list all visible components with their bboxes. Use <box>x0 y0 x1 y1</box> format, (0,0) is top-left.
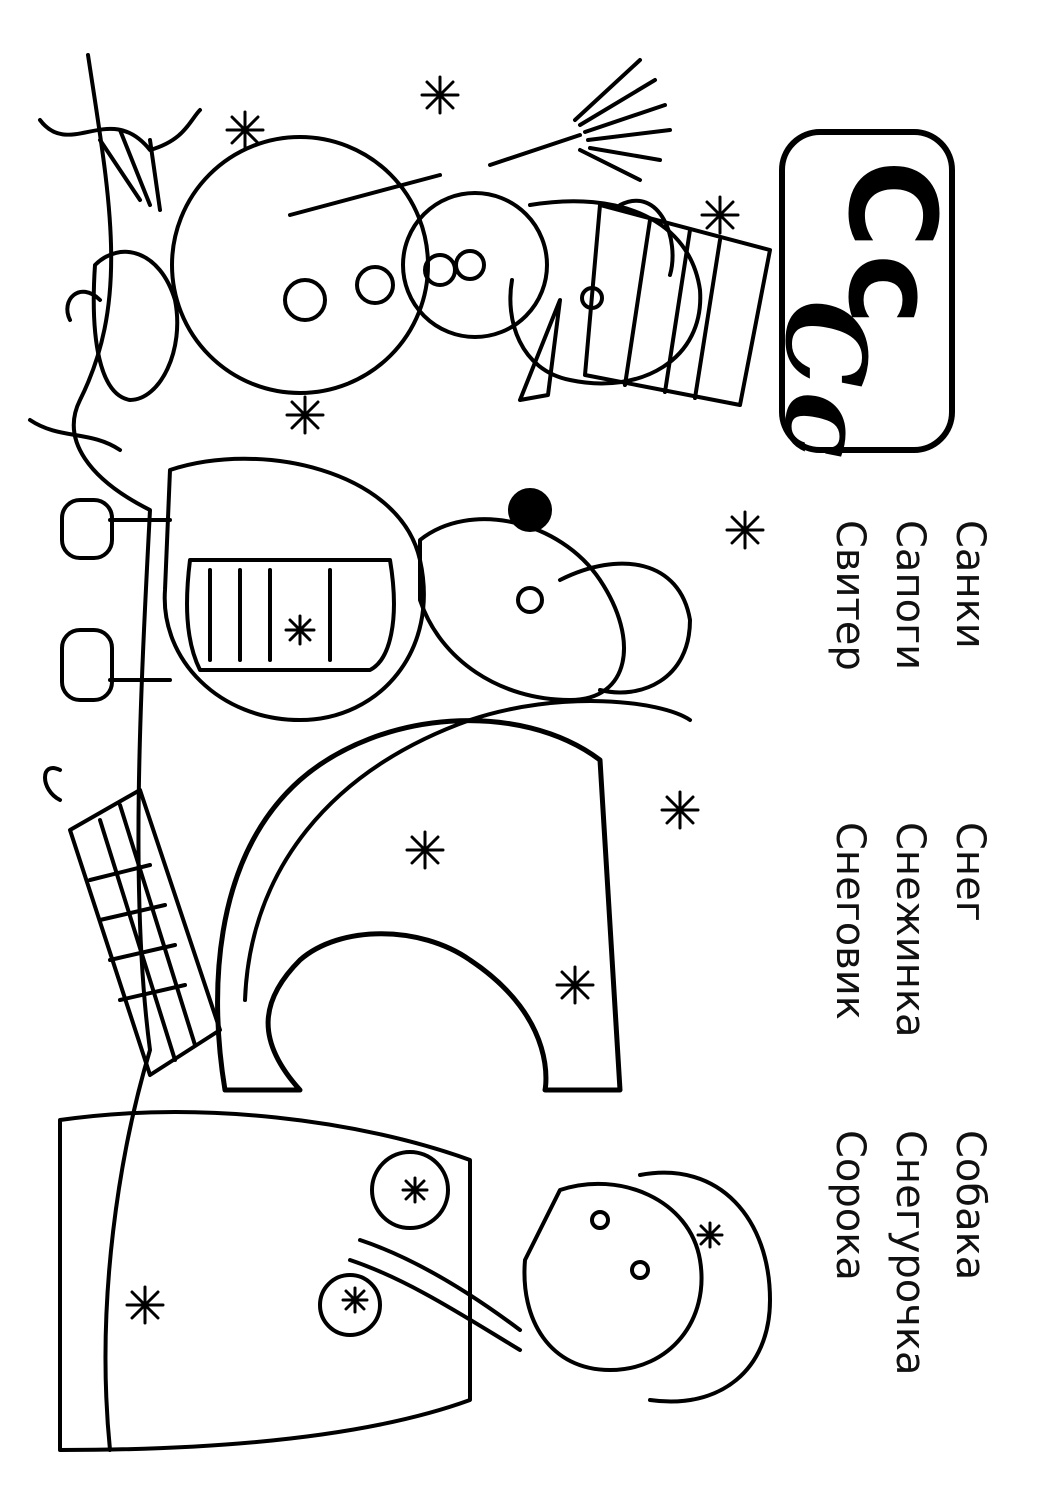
word-sapogi: Сапоги <box>887 520 933 671</box>
snowflakes <box>125 75 765 1325</box>
dog-head <box>418 517 626 702</box>
snowflake-icon <box>125 1285 165 1325</box>
dog-boot-2 <box>60 628 114 702</box>
ground-line <box>71 53 152 1452</box>
snowflake-icon <box>284 614 316 646</box>
snowman-button-2 <box>355 265 395 305</box>
snow-maiden-hat <box>638 1170 772 1404</box>
snowman <box>170 58 772 407</box>
magpie <box>65 128 180 402</box>
hill-line <box>38 108 202 152</box>
word-sobaka: Собака <box>947 1130 993 1281</box>
dog-boot-1 <box>60 498 114 560</box>
snowman-bucket <box>583 203 772 407</box>
word-snegurochka: Снегурочка <box>887 1130 933 1376</box>
dog-legs <box>108 518 172 682</box>
snowflake-icon <box>555 965 595 1005</box>
snowflake-icon <box>405 830 445 870</box>
snow-maiden <box>58 1110 772 1452</box>
snow-maiden-mitten-2 <box>318 1273 382 1337</box>
snowman-carrot-nose <box>518 298 562 402</box>
letter-card-script: Cc <box>761 300 890 463</box>
snowflake-icon <box>341 1286 369 1314</box>
bucket-handle <box>618 198 675 277</box>
snowflake-icon <box>420 75 460 115</box>
snowman-button-1 <box>283 278 327 322</box>
snowman-button-4 <box>454 249 486 281</box>
big-letter-s <box>215 718 623 1093</box>
word-snezhinka: Снежинка <box>887 822 933 1038</box>
sled <box>43 766 222 1077</box>
snow-maiden-mitten-1 <box>370 1150 450 1230</box>
snowman-bottom <box>170 135 430 395</box>
word-snegovik: Снеговик <box>827 822 873 1020</box>
letter-card-frame <box>779 129 955 453</box>
snowflake-icon <box>401 1176 429 1204</box>
word-sneg: Снег <box>947 822 993 922</box>
word-sanki: Санки <box>947 520 993 649</box>
snowflake-icon <box>660 790 700 830</box>
bucket-bands <box>623 218 722 400</box>
dog-eye <box>516 586 544 614</box>
snowflake-icon <box>285 395 325 435</box>
snowman-head <box>508 199 703 386</box>
dog-ear <box>558 561 692 695</box>
snow-maiden-coat <box>58 1110 472 1452</box>
dog-sweater <box>185 558 396 672</box>
snowman-arm <box>288 173 442 217</box>
hill-line-2 <box>28 418 122 452</box>
big-letter-s-inner <box>243 699 692 1002</box>
word-soroka: Сорока <box>827 1130 873 1281</box>
dog-sweater-stripes <box>208 568 332 662</box>
dog-nose <box>508 488 552 532</box>
snow-maiden-braid <box>348 1238 522 1352</box>
snowflake-icon <box>700 195 740 235</box>
dog <box>60 456 692 722</box>
word-sviter: Свитер <box>827 520 873 671</box>
snowman-middle <box>401 191 549 339</box>
broom <box>488 58 672 182</box>
snow-maiden-head <box>522 1181 704 1372</box>
snowman-eye <box>580 286 604 310</box>
dog-body <box>162 456 426 722</box>
snowflake-icon <box>225 110 265 150</box>
snowflake-icon <box>725 510 765 550</box>
snowflake-icon <box>696 1221 724 1249</box>
